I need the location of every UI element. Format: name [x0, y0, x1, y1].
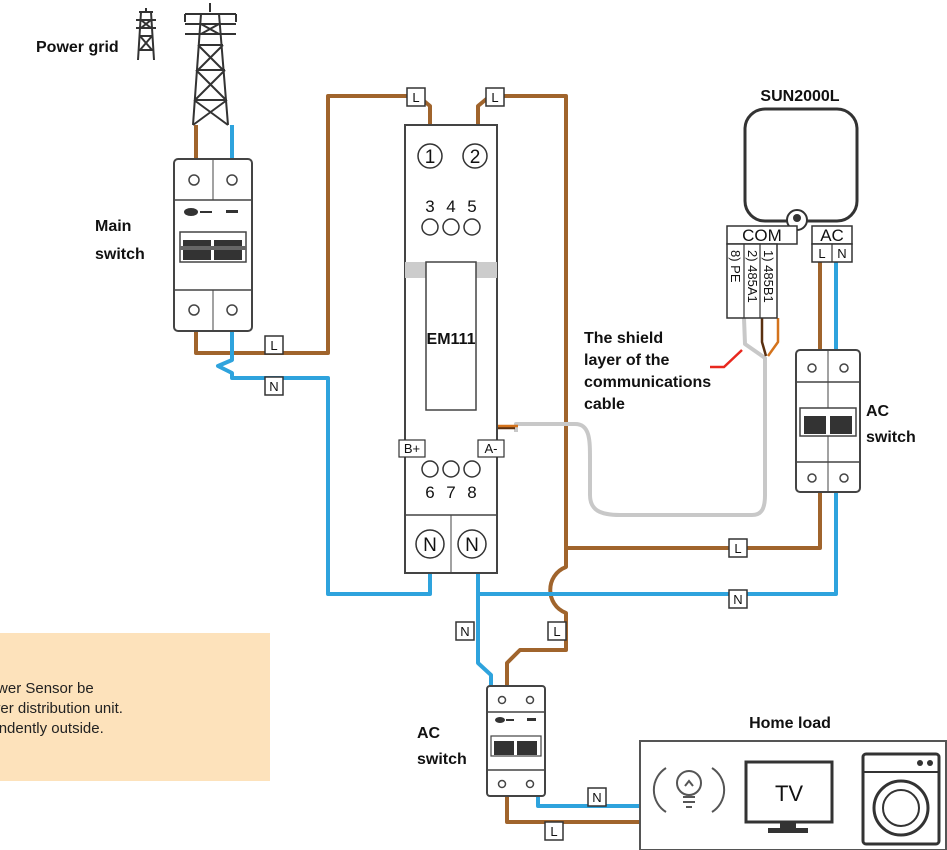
ac-pin-l-label: L — [818, 246, 825, 261]
svg-text:N: N — [733, 592, 742, 607]
svg-text:N: N — [460, 624, 469, 639]
terminal-3-label: 3 — [425, 197, 434, 216]
svg-text:L: L — [491, 90, 498, 105]
terminal-6-label: 6 — [425, 483, 434, 502]
shield-note-line-4: cable — [584, 396, 625, 413]
ac-switch-right-label-2: switch — [866, 429, 916, 446]
svg-text:L: L — [412, 90, 419, 105]
home-load-label: Home load — [749, 715, 831, 732]
svg-text:N: N — [592, 790, 601, 805]
ac-pin-n-label: N — [837, 246, 846, 261]
terminal-8-label: 8 — [467, 483, 476, 502]
terminal-7-label: 7 — [446, 483, 455, 502]
washing-machine-icon — [861, 752, 941, 846]
note-box: art Power Sensor be al power distributio… — [0, 633, 270, 781]
svg-text:L: L — [270, 338, 277, 353]
main-switch-label-1: Main — [95, 218, 131, 235]
ac-switch-right-label-1: AC — [866, 403, 890, 420]
wire-tag-l-4: L — [728, 538, 748, 558]
power-grid-icon — [136, 3, 237, 126]
wire-tag-l-2: L — [485, 87, 505, 107]
em111-meter — [404, 124, 498, 574]
tv-label: TV — [775, 781, 803, 806]
terminal-n1-label: N — [423, 535, 437, 556]
ac-label: AC — [820, 226, 844, 245]
wire-tag-l-5: L — [547, 621, 567, 641]
com-pin-485a1-label: 2) 485A1 — [745, 250, 760, 303]
svg-text:L: L — [553, 624, 560, 639]
shield-note-line-2: layer of the — [584, 352, 669, 369]
wire-tag-l-6: L — [544, 821, 564, 841]
wire-tag-n-2: N — [728, 589, 748, 609]
red-arrow-icon — [710, 349, 743, 369]
com-pin-485b1-label: 1) 485B1 — [761, 250, 776, 303]
svg-text:N: N — [269, 379, 278, 394]
wire-tag-n-1: N — [264, 376, 284, 396]
inverter — [726, 107, 859, 319]
ac-switch-right — [795, 349, 861, 493]
terminal-1-label: 1 — [425, 147, 436, 168]
svg-text:L: L — [550, 824, 557, 839]
terminal-2-label: 2 — [470, 147, 481, 168]
com-label: COM — [742, 226, 782, 245]
note-text: art Power Sensor be al power distributio… — [0, 680, 123, 737]
light-bulb-icon — [652, 767, 726, 813]
b-plus-tag: B+ — [404, 441, 420, 456]
terminal-4-label: 4 — [446, 197, 455, 216]
wire-tag-l-3: L — [264, 335, 284, 355]
ac-switch-bottom-label-1: AC — [417, 725, 441, 742]
wire-tag-n-4: N — [587, 787, 607, 807]
meter-name-label: EM111 — [427, 331, 476, 348]
com-pin-pe-label: 8) PE — [728, 250, 743, 283]
a-minus-tag: A- — [485, 441, 498, 456]
shield-note-line-1: The shield — [584, 330, 663, 347]
svg-text:L: L — [734, 541, 741, 556]
wire-tag-n-3: N — [455, 621, 475, 641]
power-grid-label: Power grid — [36, 39, 119, 56]
shield-note-line-3: communications — [584, 374, 711, 391]
main-switch-label-2: switch — [95, 246, 145, 263]
tv-icon — [744, 760, 834, 833]
wire-tag-l-1: L — [406, 87, 426, 107]
terminal-n2-label: N — [465, 535, 479, 556]
main-switch — [173, 158, 253, 332]
terminal-5-label: 5 — [467, 197, 476, 216]
ac-switch-bottom-label-2: switch — [417, 751, 467, 768]
ac-switch-bottom — [486, 685, 546, 797]
inverter-label: SUN2000L — [760, 88, 839, 105]
